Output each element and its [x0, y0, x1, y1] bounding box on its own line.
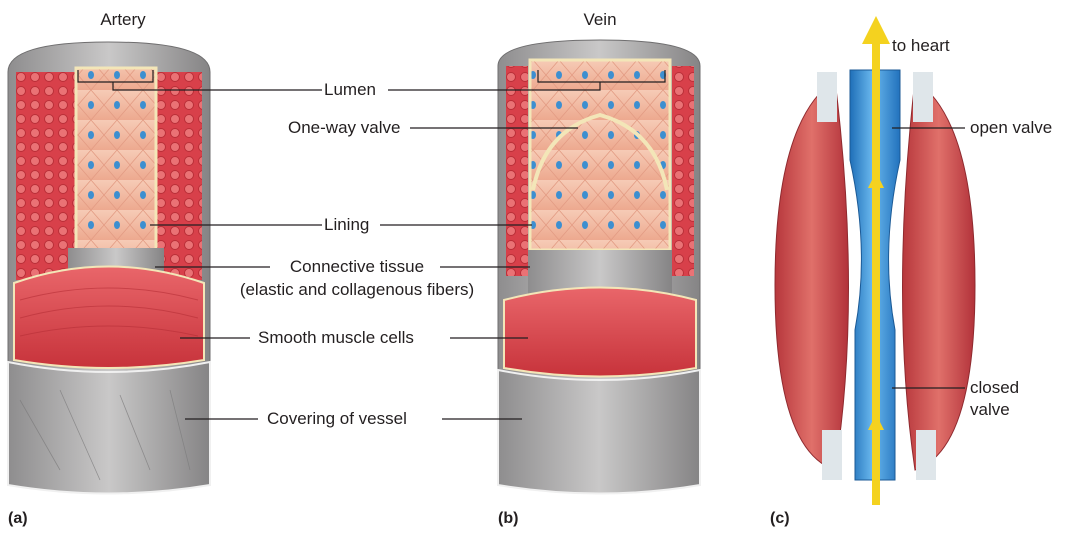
connective-tissue-detail: (elastic and collagenous fibers) — [212, 280, 502, 300]
panel-c-label: (c) — [770, 510, 790, 528]
covering-label: Covering of vessel — [267, 409, 407, 429]
artery-title: Artery — [88, 10, 158, 30]
panel-a-label: (a) — [8, 510, 28, 528]
lining-label: Lining — [324, 215, 369, 235]
panel-b-label: (b) — [498, 510, 518, 528]
to-heart-label: to heart — [892, 36, 950, 56]
closed-valve-label-line2: valve — [970, 400, 1010, 420]
open-valve-label: open valve — [970, 118, 1052, 138]
one-way-valve-label: One-way valve — [288, 118, 400, 138]
smooth-muscle-label: Smooth muscle cells — [258, 328, 414, 348]
closed-valve-label-line1: closed — [970, 378, 1019, 398]
vein-title: Vein — [570, 10, 630, 30]
connective-tissue-label: Connective tissue — [212, 257, 502, 277]
valve-drawing — [775, 16, 975, 505]
artery-drawing — [8, 42, 210, 494]
lumen-label: Lumen — [324, 80, 376, 100]
